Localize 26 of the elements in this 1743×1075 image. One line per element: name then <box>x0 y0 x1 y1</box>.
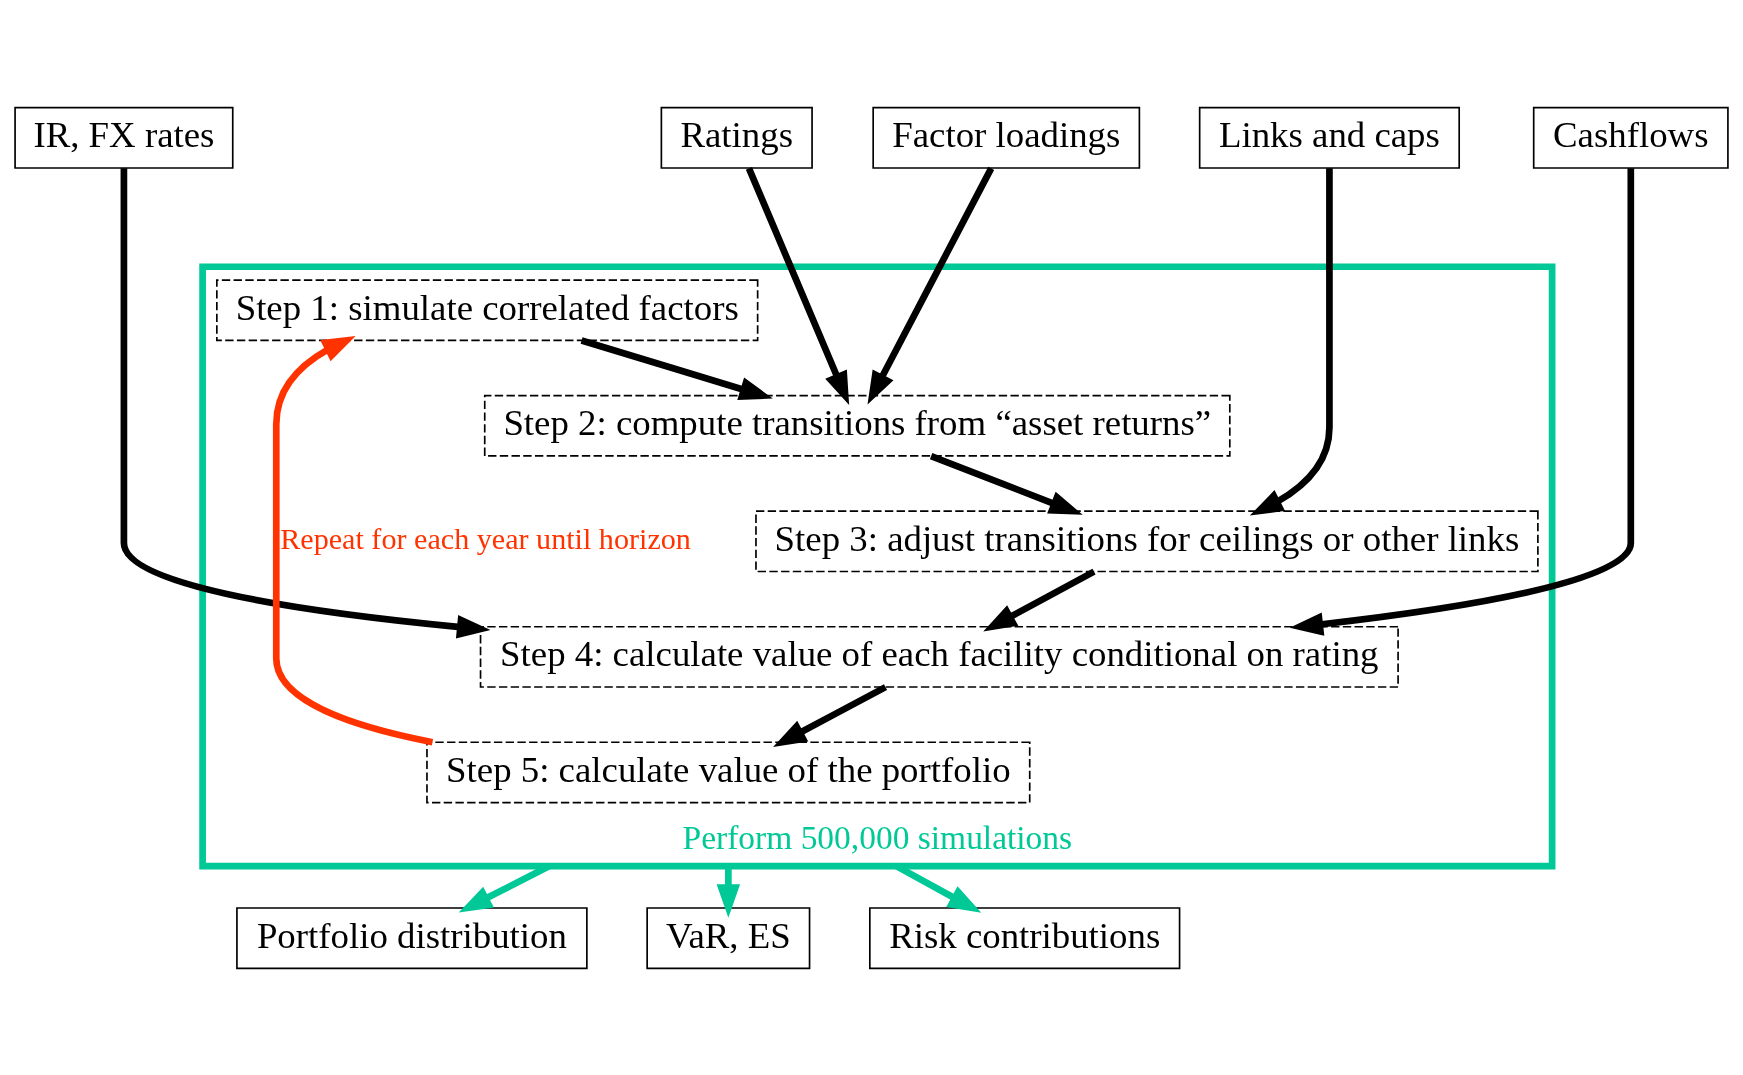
arrow <box>1249 167 1333 516</box>
node-box: Step 2: compute transitions from “asset returns” <box>483 394 1231 457</box>
node-box: Links and caps <box>1198 106 1461 169</box>
edge-label: Repeat for each year until horizon <box>280 521 691 556</box>
arrow <box>458 862 551 912</box>
arrow <box>867 166 995 405</box>
node-box: Ratings <box>660 106 813 169</box>
node-box: IR, FX rates <box>14 106 234 169</box>
arrow <box>580 336 773 400</box>
node-box: Risk contributions <box>869 906 1181 969</box>
node-box: Step 4: calculate value of each facility conditional on rating <box>479 625 1399 688</box>
arrow <box>745 166 850 405</box>
node-box: Cashflows <box>1532 106 1729 169</box>
node-box: Factor loadings <box>872 106 1141 169</box>
arrow <box>894 862 982 913</box>
arrow <box>120 167 491 638</box>
arrow <box>1289 167 1635 636</box>
node-box: Step 1: simulate correlated factors <box>216 278 759 341</box>
node-box: Step 5: calculate value of the portfolio <box>426 740 1031 803</box>
arrow <box>773 683 888 747</box>
node-box: Step 3: adjust transitions for ceilings or other links <box>755 509 1539 572</box>
arrow <box>929 452 1083 515</box>
node-box: Portfolio distribution <box>236 906 588 969</box>
arrow <box>272 335 434 745</box>
node-box: VaR, ES <box>646 906 811 969</box>
arrow <box>983 568 1096 631</box>
